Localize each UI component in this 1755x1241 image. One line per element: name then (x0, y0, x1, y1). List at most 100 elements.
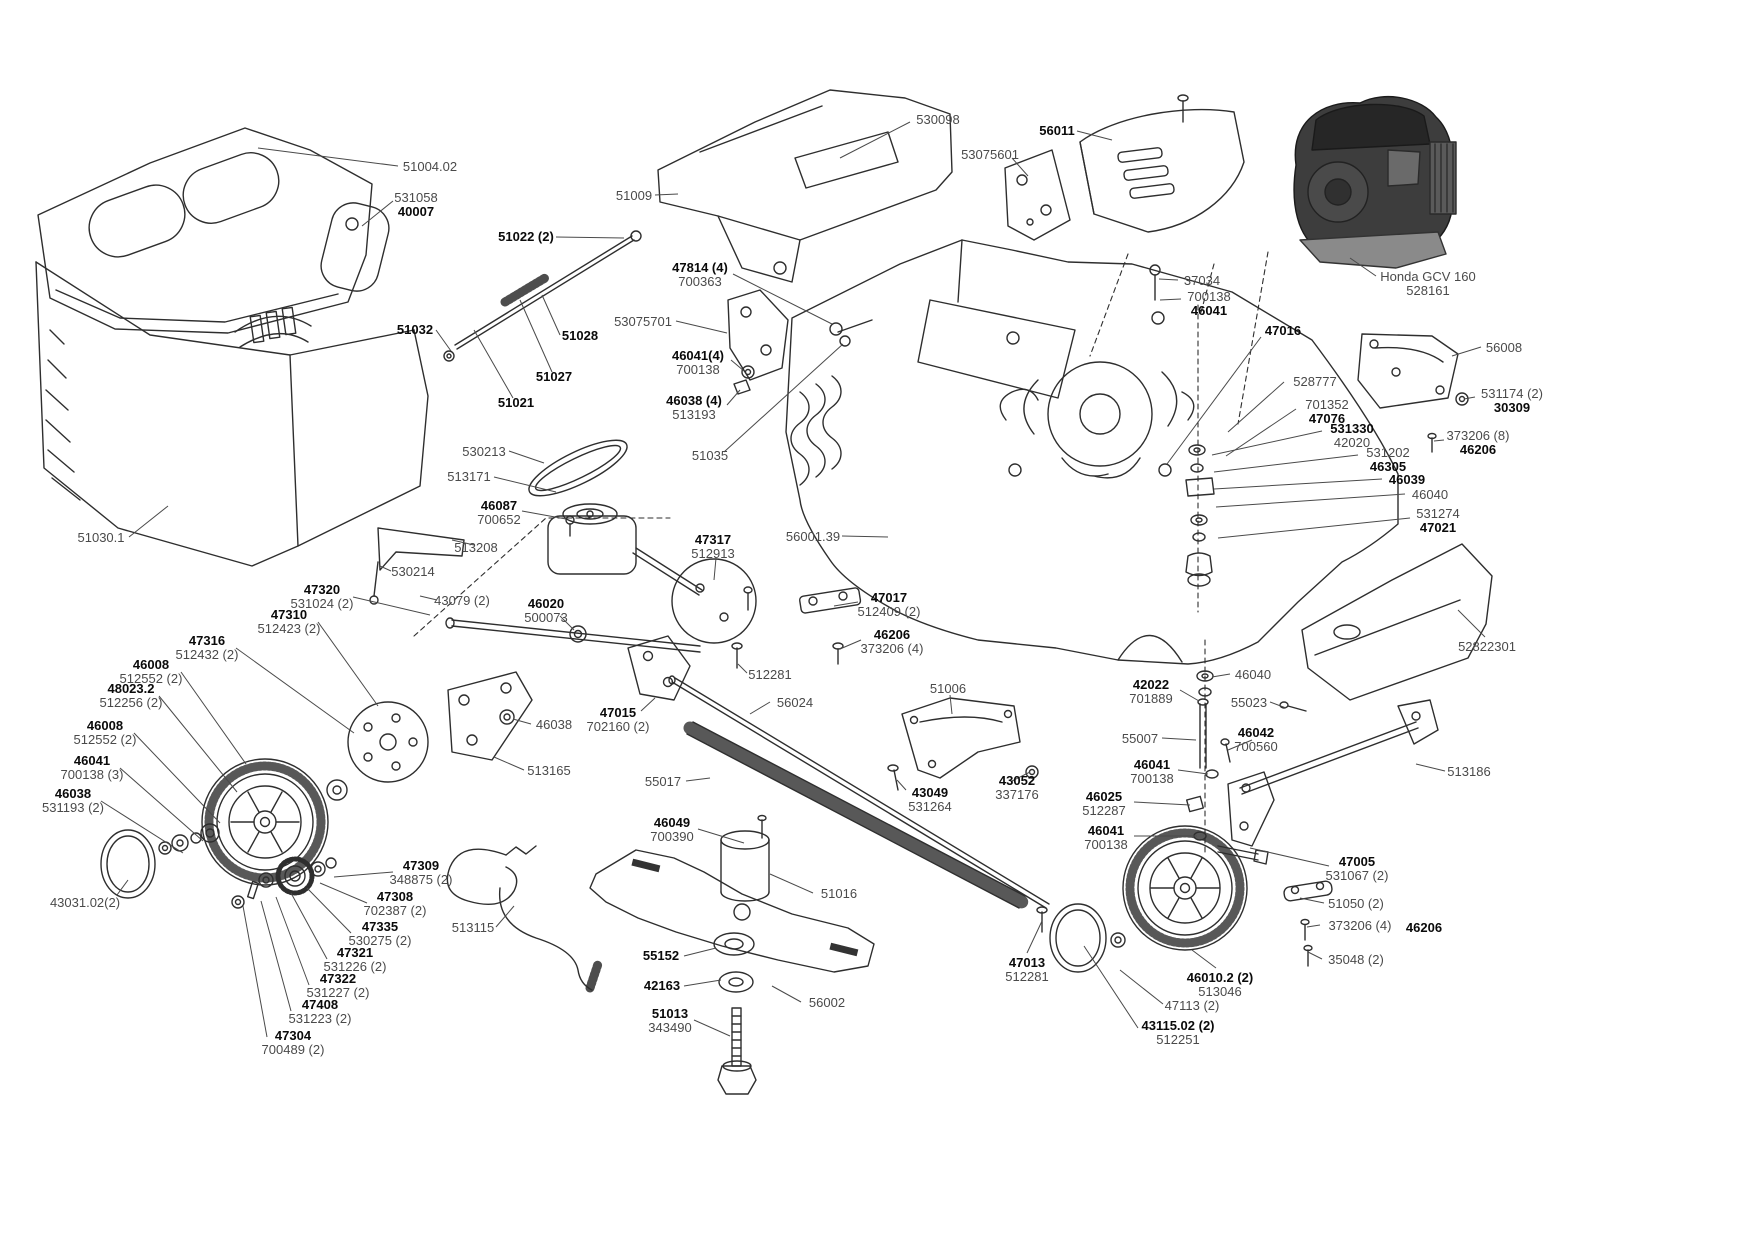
leader-line (180, 671, 247, 765)
leader-line (1026, 920, 1043, 954)
support-rod (443, 230, 642, 362)
leader-line (1211, 673, 1231, 678)
throttle-cable (446, 845, 603, 993)
leader-line (419, 595, 438, 601)
gearbox (547, 503, 703, 596)
washer-stack (1185, 444, 1215, 587)
leader-line (1457, 609, 1486, 638)
drive-belt (528, 439, 628, 497)
leader-line (839, 121, 911, 159)
stabilizer-rod (668, 675, 1050, 933)
leader-line (730, 359, 745, 372)
leader-line (1217, 517, 1411, 539)
leader-line (260, 900, 292, 1012)
rear-axle (1185, 639, 1439, 857)
wheel-plate (347, 701, 429, 783)
leader-line (508, 450, 545, 464)
cover-disc (671, 558, 757, 644)
leader-line (333, 871, 394, 878)
leader-line (949, 694, 953, 715)
leader-line (100, 800, 184, 854)
leader-line (257, 147, 399, 167)
grass-bag (35, 261, 429, 567)
screw-top-icon (1177, 94, 1189, 123)
plate-47017 (798, 587, 862, 665)
leader-line (1463, 396, 1476, 400)
leader-line (555, 236, 625, 239)
leader-line (685, 777, 711, 782)
leader-line (235, 647, 355, 734)
leader-line (361, 200, 394, 227)
leader-line (1307, 951, 1323, 960)
deck-bolts (733, 264, 1161, 395)
leader-line (319, 882, 368, 904)
leader-line (732, 273, 833, 325)
leader-line (435, 329, 452, 352)
leader-line (1225, 408, 1297, 457)
leader-line (713, 557, 717, 581)
leader-line (352, 596, 431, 616)
leader-line (158, 695, 238, 793)
leader-line (654, 193, 679, 196)
rear-wheel (1122, 825, 1248, 951)
leader-line (559, 615, 575, 631)
leader-line (1011, 157, 1029, 177)
leader-line (1227, 381, 1285, 433)
bag-handle (320, 202, 390, 292)
leader-line (723, 343, 844, 453)
roller (720, 814, 770, 902)
leader-line (683, 947, 717, 957)
leader-line (683, 979, 722, 987)
leader-line (116, 879, 129, 896)
leader-line (1158, 278, 1179, 281)
leader-line (1177, 769, 1209, 775)
leader-line (493, 756, 525, 771)
leader-line (541, 294, 561, 336)
leader-line (1299, 897, 1325, 904)
leader-line (473, 329, 514, 399)
blade (589, 849, 875, 973)
leader-line (839, 639, 862, 650)
leader-line (1227, 739, 1253, 751)
leader-line (306, 887, 352, 934)
bag-lid (37, 127, 373, 334)
top-cover (657, 89, 953, 283)
leader-line (519, 299, 553, 373)
leader-line (512, 718, 532, 725)
leader-line (1451, 346, 1482, 357)
leader-line (128, 505, 169, 538)
leader-line (769, 873, 814, 894)
mower-deck (785, 239, 1399, 665)
leader-line (1076, 130, 1113, 141)
leader-line (495, 905, 515, 928)
leader-line (1159, 298, 1182, 301)
leader-line (1306, 924, 1321, 928)
leader-line (451, 539, 475, 546)
bracket-51006 (887, 697, 1039, 791)
leader-line (379, 565, 392, 572)
leader-line (119, 767, 204, 842)
front-wheel (201, 758, 329, 886)
leader-line (242, 905, 268, 1038)
leader-line (1349, 257, 1377, 277)
leader-line (1179, 689, 1200, 702)
leader-line (1269, 701, 1287, 709)
leader-line (1433, 439, 1445, 442)
leader-line (1161, 737, 1197, 741)
leader-line (1083, 945, 1139, 1029)
leader-line (133, 732, 221, 824)
coil-spring (683, 721, 1029, 909)
leader-line (1213, 454, 1359, 473)
engine (1293, 96, 1457, 269)
blade-bolt-stack (713, 932, 757, 1095)
leader-line (1133, 801, 1191, 806)
leader-line (896, 779, 907, 791)
leader-line (1213, 478, 1383, 490)
leader-line (726, 389, 741, 406)
assembly-guide-lines (1089, 251, 1269, 425)
leader-line (1249, 847, 1330, 867)
leader-line (749, 701, 771, 715)
leader-line (771, 985, 802, 1003)
leader-line (1166, 336, 1262, 465)
